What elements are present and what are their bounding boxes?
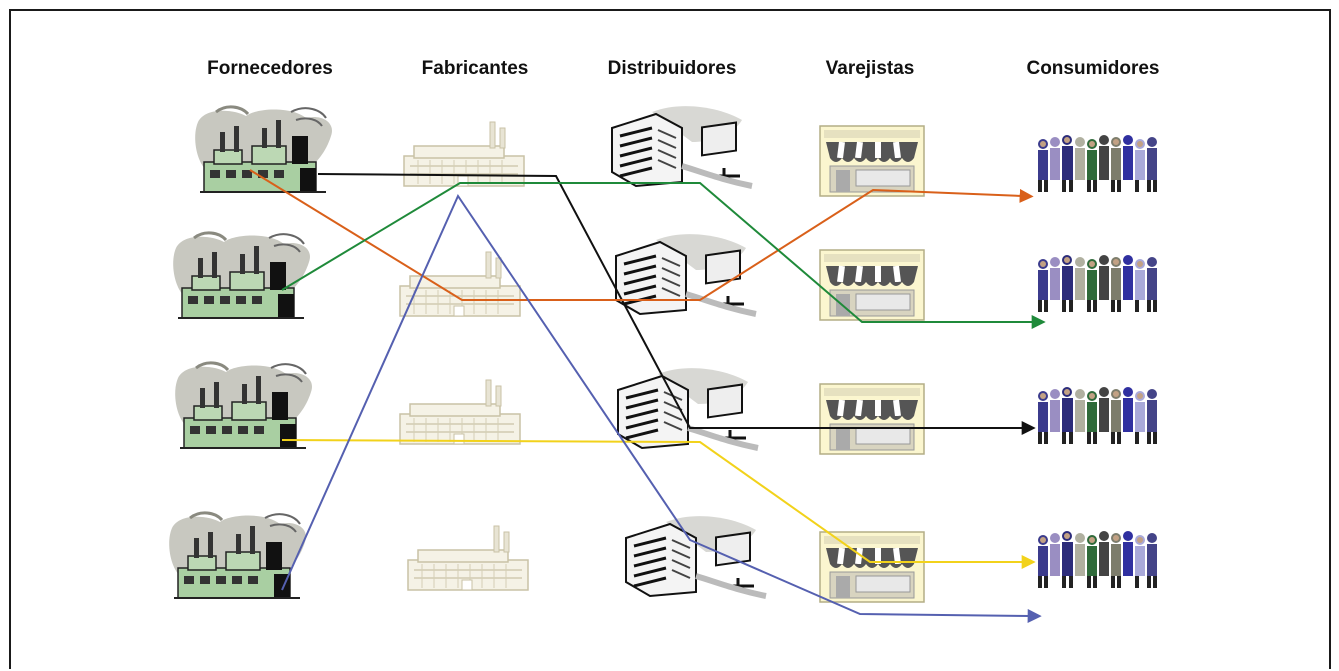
consumers-group-icon-2: [1038, 255, 1157, 312]
distributor-building-icon-1: [612, 106, 752, 186]
header-distributors: Distribuidores: [607, 58, 737, 79]
retailer-store-icon-3: [820, 384, 924, 454]
consumers-group-icon-4: [1038, 531, 1157, 588]
distributor-building-icon-3: [618, 368, 758, 448]
header-suppliers: Fornecedores: [207, 58, 333, 79]
flow-line-orange: [249, 169, 1034, 301]
consumers-group-icon-1: [1038, 135, 1157, 192]
diagram-frame: [9, 9, 1331, 669]
manufacturer-icon-3: [399, 379, 521, 445]
supplier-factory-icon-2: [171, 231, 312, 320]
flow-line-yellow: [281, 439, 1036, 569]
manufacturer-icon-4: [407, 525, 529, 591]
retailer-store-icon-2: [820, 250, 924, 320]
flow-line-blue: [281, 193, 1042, 623]
retailer-store-icon-1: [820, 126, 924, 196]
retailer-store-icon-4: [820, 532, 924, 602]
distributor-building-icon-2: [616, 234, 756, 314]
supplier-factory-icon-3: [173, 361, 314, 450]
flow-line-black: [317, 173, 1036, 435]
header-manufacturers: Fabricantes: [421, 58, 529, 79]
distributor-building-icon-4: [626, 516, 766, 596]
header-consumers: Consumidores: [1026, 58, 1160, 79]
header-retailers: Varejistas: [825, 58, 915, 79]
flow-line-green: [281, 182, 1046, 329]
supplier-factory-icon-4: [167, 511, 308, 600]
consumers-group-icon-3: [1038, 387, 1157, 444]
